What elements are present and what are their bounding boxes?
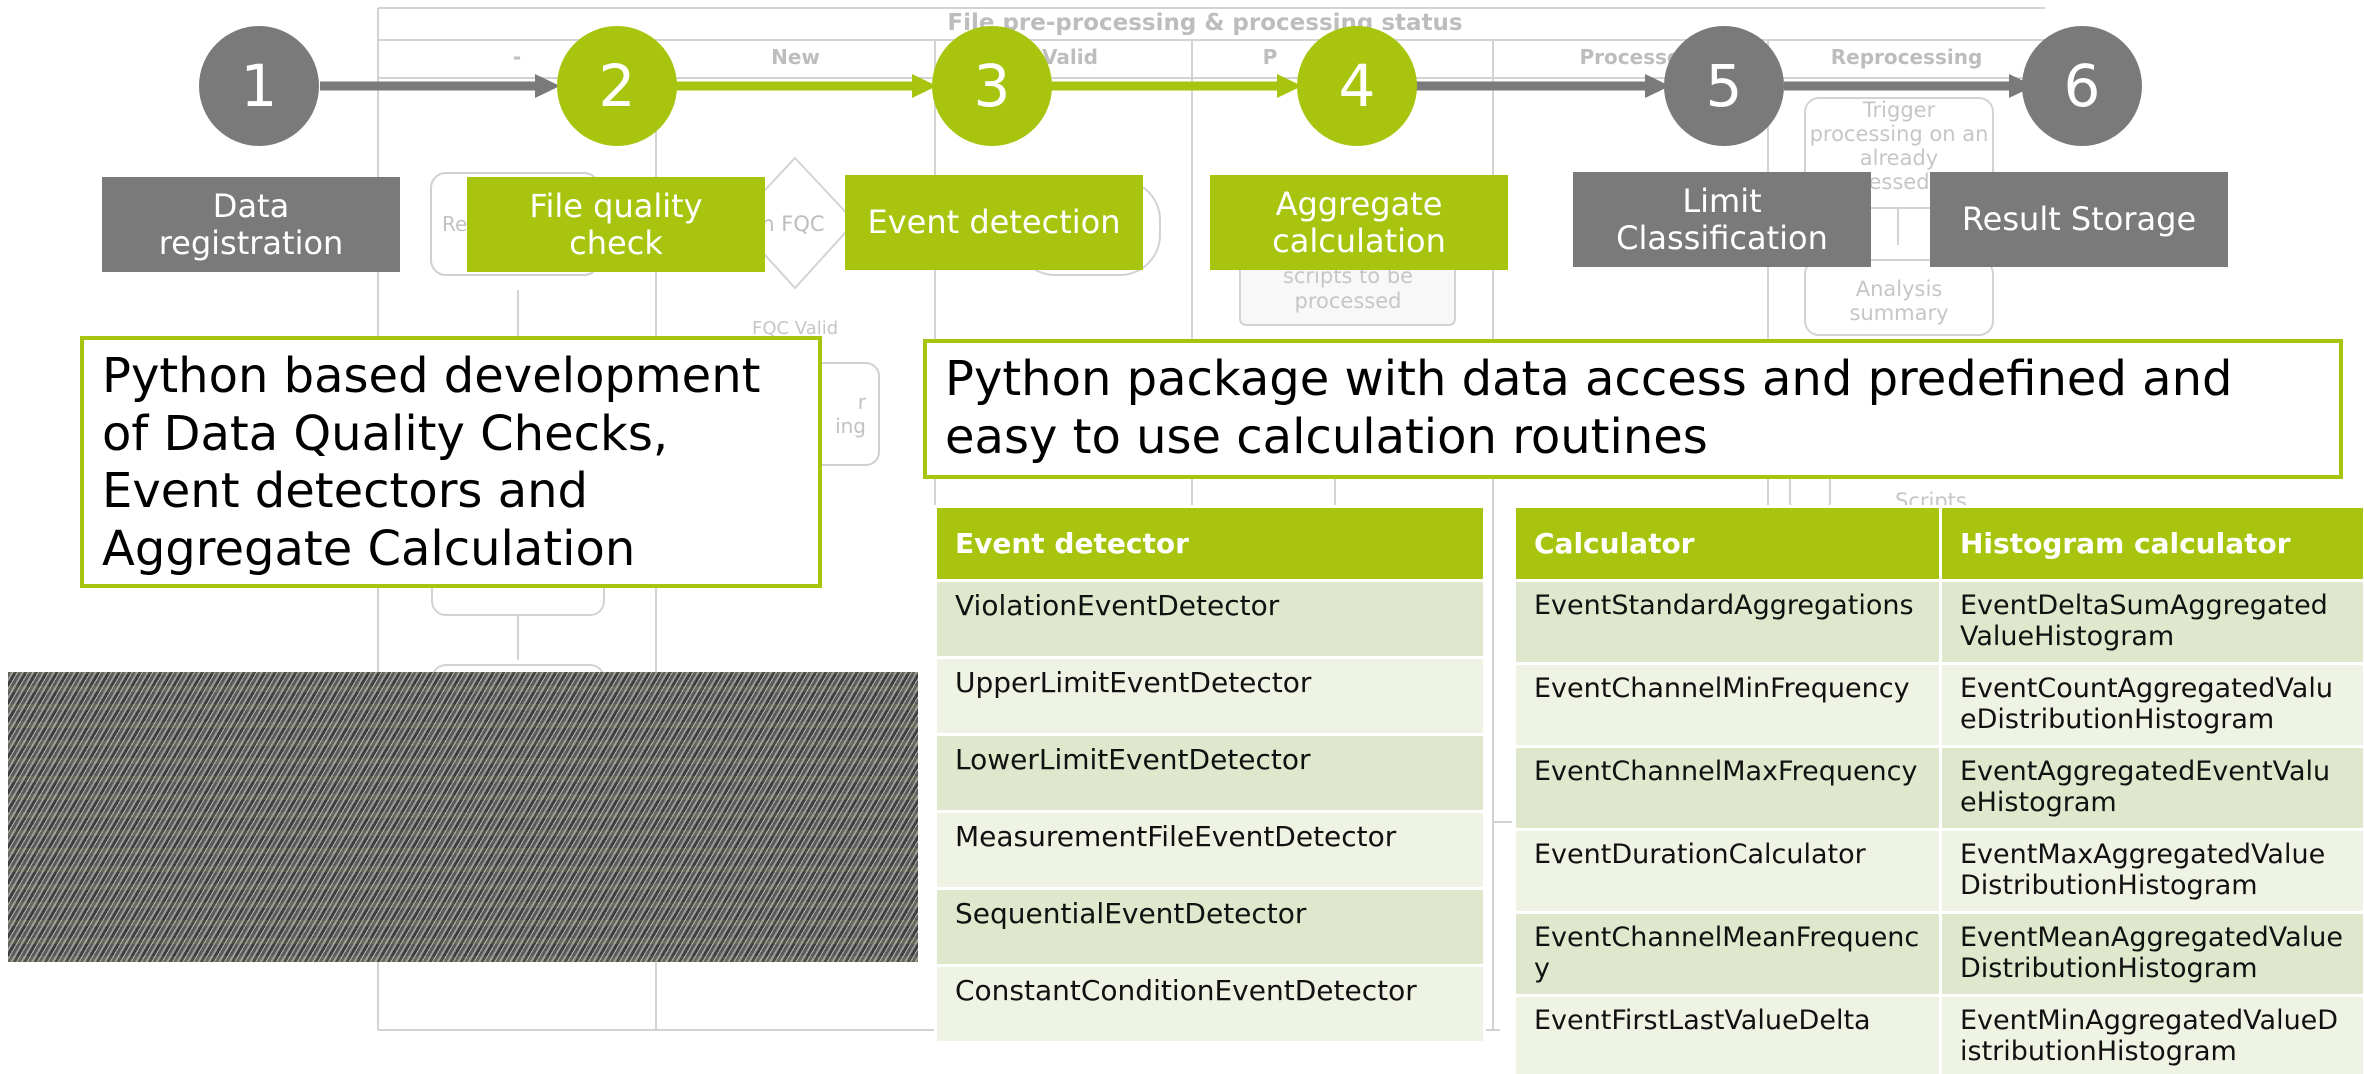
table-header-cell: Histogram calculator [1939, 505, 2364, 582]
python-development-callout: Python based development of Data Quality… [80, 336, 822, 588]
background-side-box-line: ing [835, 414, 866, 438]
callout-line: Aggregate Calculation [102, 520, 636, 577]
table-row: EventChannelMeanFrequency EventMeanAggre… [1513, 911, 2364, 997]
background-trigger-note-line: processing on an [1809, 122, 1989, 147]
step-label-line: check [569, 223, 663, 262]
callout-line: Python based development [102, 348, 761, 404]
table-cell: EventChannelMinFrequency [1513, 662, 1942, 748]
step-label-line: File quality [529, 186, 703, 225]
python-package-callout: Python package with data access and pred… [923, 339, 2343, 479]
calculator-table: Calculator Histogram calculator EventSta… [1513, 505, 2364, 1074]
step-2-number-circle: 2 [557, 26, 677, 146]
background-scripts-note-line: processed [1294, 289, 1402, 314]
step-2-label-box: File quality check [467, 177, 765, 272]
table-header-cell: Calculator [1513, 505, 1942, 582]
background-column-header: Reprocessing [1830, 45, 1983, 69]
table-row: EventChannelMaxFrequency EventAggregated… [1513, 745, 2364, 831]
step-label-line: Result Storage [1961, 200, 2197, 239]
table-row: EventChannelMinFrequency EventCountAggre… [1513, 662, 2364, 748]
table-row: EventStandardAggregations EventDeltaSumA… [1513, 579, 2364, 665]
step-5-number-circle: 5 [1664, 26, 1784, 146]
table-row: MeasurementFileEventDetector [934, 810, 1486, 890]
step-label-line: Data [212, 186, 290, 225]
callout-line: easy to use calculation routines [945, 408, 1708, 465]
table-row: SequentialEventDetector [934, 887, 1486, 967]
table-cell: EventStandardAggregations [1513, 579, 1942, 665]
table-header-cell: Event detector [934, 505, 1486, 582]
table-cell: MeasurementFileEventDetector [934, 810, 1486, 890]
step-label-line: Limit [1682, 181, 1762, 220]
table-cell: EventChannelMaxFrequency [1513, 745, 1942, 831]
background-column-header: - [512, 45, 522, 69]
table-row: LowerLimitEventDetector [934, 733, 1486, 813]
background-trigger-note-line: essed [1868, 170, 1930, 195]
step-label-line: registration [158, 223, 344, 262]
background-side-box-line: r [857, 390, 866, 414]
table-row: ViolationEventDetector [934, 579, 1486, 659]
table-row: EventDurationCalculator EventMaxAggregat… [1513, 828, 2364, 914]
step-4-number-circle: 4 [1297, 26, 1417, 146]
table-cell: ViolationEventDetector [934, 579, 1486, 659]
table-cell: EventFirstLastValueDelta [1513, 994, 1942, 1074]
table-row: ConstantConditionEventDetector [934, 964, 1486, 1044]
step-label-line: Event detection [867, 203, 1121, 242]
step-5-label-box: Limit Classification [1573, 172, 1871, 267]
step-3-number-circle: 3 [932, 26, 1052, 146]
background-column-header: New [771, 45, 820, 69]
background-trigger-note: Trigger processing on an already essed [1805, 98, 1993, 195]
background-column-header: P [1262, 45, 1278, 69]
table-cell: SequentialEventDetector [934, 887, 1486, 967]
table-cell: EventAggregatedEventValueHistogram [1939, 745, 2364, 831]
table-cell: EventMeanAggregatedValueDistributionHist… [1939, 911, 2364, 997]
background-fqc-valid-label: FQC Valid [752, 318, 839, 339]
callout-line: Event detectors and [102, 463, 588, 520]
step-1-number-circle: 1 [199, 26, 319, 146]
background-trigger-note-line: already [1859, 146, 1939, 171]
table-header-row: Event detector [934, 505, 1486, 582]
table-row: UpperLimitEventDetector [934, 656, 1486, 736]
table-cell: LowerLimitEventDetector [934, 733, 1486, 813]
table-cell: UpperLimitEventDetector [934, 656, 1486, 736]
step-6-number-circle: 6 [2022, 26, 2142, 146]
step-label-line: Classification [1616, 218, 1828, 257]
background-analysis-note: Analysis summary [1805, 277, 1993, 325]
callout-line: of Data Quality Checks, [102, 405, 669, 462]
table-cell: EventDurationCalculator [1513, 828, 1942, 914]
table-cell: EventCountAggregatedValueDistributionHis… [1939, 662, 2364, 748]
table-cell: EventMinAggregatedValueDistributionHisto… [1939, 994, 2364, 1074]
step-label-line: Aggregate [1275, 184, 1443, 223]
background-analysis-note-line: Analysis [1855, 277, 1943, 301]
background-trigger-note-line: Trigger [1862, 98, 1936, 122]
table-row: EventFirstLastValueDelta EventMinAggrega… [1513, 994, 2364, 1074]
background-analysis-note-line: summary [1849, 301, 1949, 326]
event-detector-table: Event detector ViolationEventDetector Up… [934, 505, 1486, 1044]
table-header-row: Calculator Histogram calculator [1513, 505, 2364, 582]
step-label-line: calculation [1272, 221, 1446, 260]
table-cell: EventDeltaSumAggregatedValueHistogram [1939, 579, 2364, 665]
callout-line: Python package with data access and pred… [945, 351, 2233, 407]
code-screenshot-image [8, 672, 918, 962]
table-cell: EventMaxAggregatedValueDistributionHisto… [1939, 828, 2364, 914]
background-column-header: Valid [1042, 45, 1098, 69]
table-cell: ConstantConditionEventDetector [934, 964, 1486, 1044]
step-4-label-box: Aggregate calculation [1210, 175, 1508, 270]
step-3-label-box: Event detection [845, 175, 1143, 270]
table-cell: EventChannelMeanFrequency [1513, 911, 1942, 997]
step-1-label-box: Data registration [102, 177, 400, 272]
step-6-label-box: Result Storage [1930, 172, 2228, 267]
background-column-header: Processe [1579, 45, 1681, 69]
